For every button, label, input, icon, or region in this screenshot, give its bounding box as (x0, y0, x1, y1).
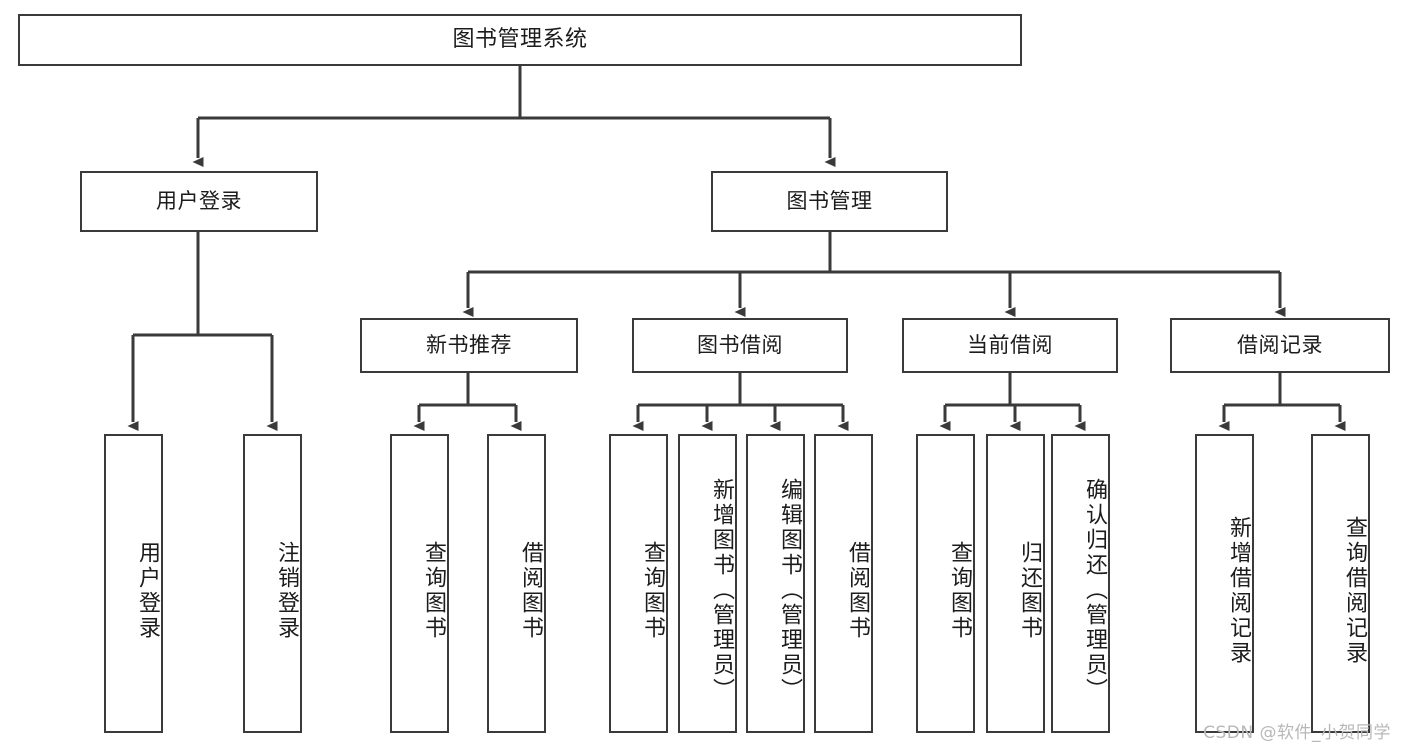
node-leaf-query-record[interactable]: 查询借阅记录 (1311, 434, 1370, 733)
node-leaf-add-book[interactable]: 新增图书（管理员） (678, 434, 737, 733)
node-leaf-query-book-2-label: 查询图书 (640, 540, 665, 641)
node-book-borrow-label: 图书借阅 (697, 332, 783, 357)
node-leaf-query-record-label: 查询借阅记录 (1342, 515, 1367, 666)
node-current-borrow[interactable]: 当前借阅 (902, 318, 1118, 373)
node-new-book-rec-label: 新书推荐 (426, 332, 512, 357)
node-leaf-borrow-book-1[interactable]: 借阅图书 (487, 434, 546, 733)
node-book-manage[interactable]: 图书管理 (711, 171, 948, 232)
node-new-book-rec[interactable]: 新书推荐 (360, 318, 578, 373)
node-leaf-return-book[interactable]: 归还图书 (986, 434, 1045, 733)
node-user-login-label: 用户登录 (156, 188, 242, 213)
node-root-label: 图书管理系统 (452, 26, 588, 52)
node-borrow-record[interactable]: 借阅记录 (1170, 318, 1390, 373)
node-leaf-user-login-label: 用户登录 (135, 540, 160, 641)
node-leaf-query-book-1[interactable]: 查询图书 (390, 434, 449, 733)
node-leaf-return-book-label: 归还图书 (1017, 540, 1042, 641)
node-leaf-confirm-return[interactable]: 确认归还（管理员） (1051, 434, 1110, 733)
node-leaf-logout[interactable]: 注销登录 (243, 434, 302, 733)
node-book-manage-label: 图书管理 (786, 188, 873, 213)
node-current-borrow-label: 当前借阅 (967, 332, 1053, 357)
node-leaf-borrow-book-2[interactable]: 借阅图书 (814, 434, 873, 733)
node-leaf-query-book-3[interactable]: 查询图书 (916, 434, 975, 733)
node-root[interactable]: 图书管理系统 (18, 14, 1022, 66)
node-leaf-edit-book-label: 编辑图书（管理员） (777, 478, 802, 703)
node-leaf-borrow-book-1-label: 借阅图书 (518, 540, 543, 641)
csdn-watermark: CSDN @软件_小贺同学 (1203, 723, 1391, 743)
node-leaf-query-book-3-label: 查询图书 (947, 540, 972, 641)
node-leaf-logout-label: 注销登录 (274, 540, 299, 641)
node-leaf-edit-book[interactable]: 编辑图书（管理员） (746, 434, 805, 733)
node-leaf-borrow-book-2-label: 借阅图书 (845, 540, 870, 641)
node-leaf-query-book-1-label: 查询图书 (421, 540, 446, 641)
node-borrow-record-label: 借阅记录 (1237, 332, 1323, 357)
node-leaf-user-login[interactable]: 用户登录 (104, 434, 163, 733)
node-leaf-add-record[interactable]: 新增借阅记录 (1195, 434, 1254, 733)
node-user-login[interactable]: 用户登录 (80, 171, 318, 232)
node-leaf-query-book-2[interactable]: 查询图书 (609, 434, 668, 733)
node-leaf-confirm-return-label: 确认归还（管理员） (1082, 478, 1107, 703)
node-leaf-add-book-label: 新增图书（管理员） (709, 478, 734, 703)
node-leaf-add-record-label: 新增借阅记录 (1226, 515, 1251, 666)
node-book-borrow[interactable]: 图书借阅 (632, 318, 848, 373)
